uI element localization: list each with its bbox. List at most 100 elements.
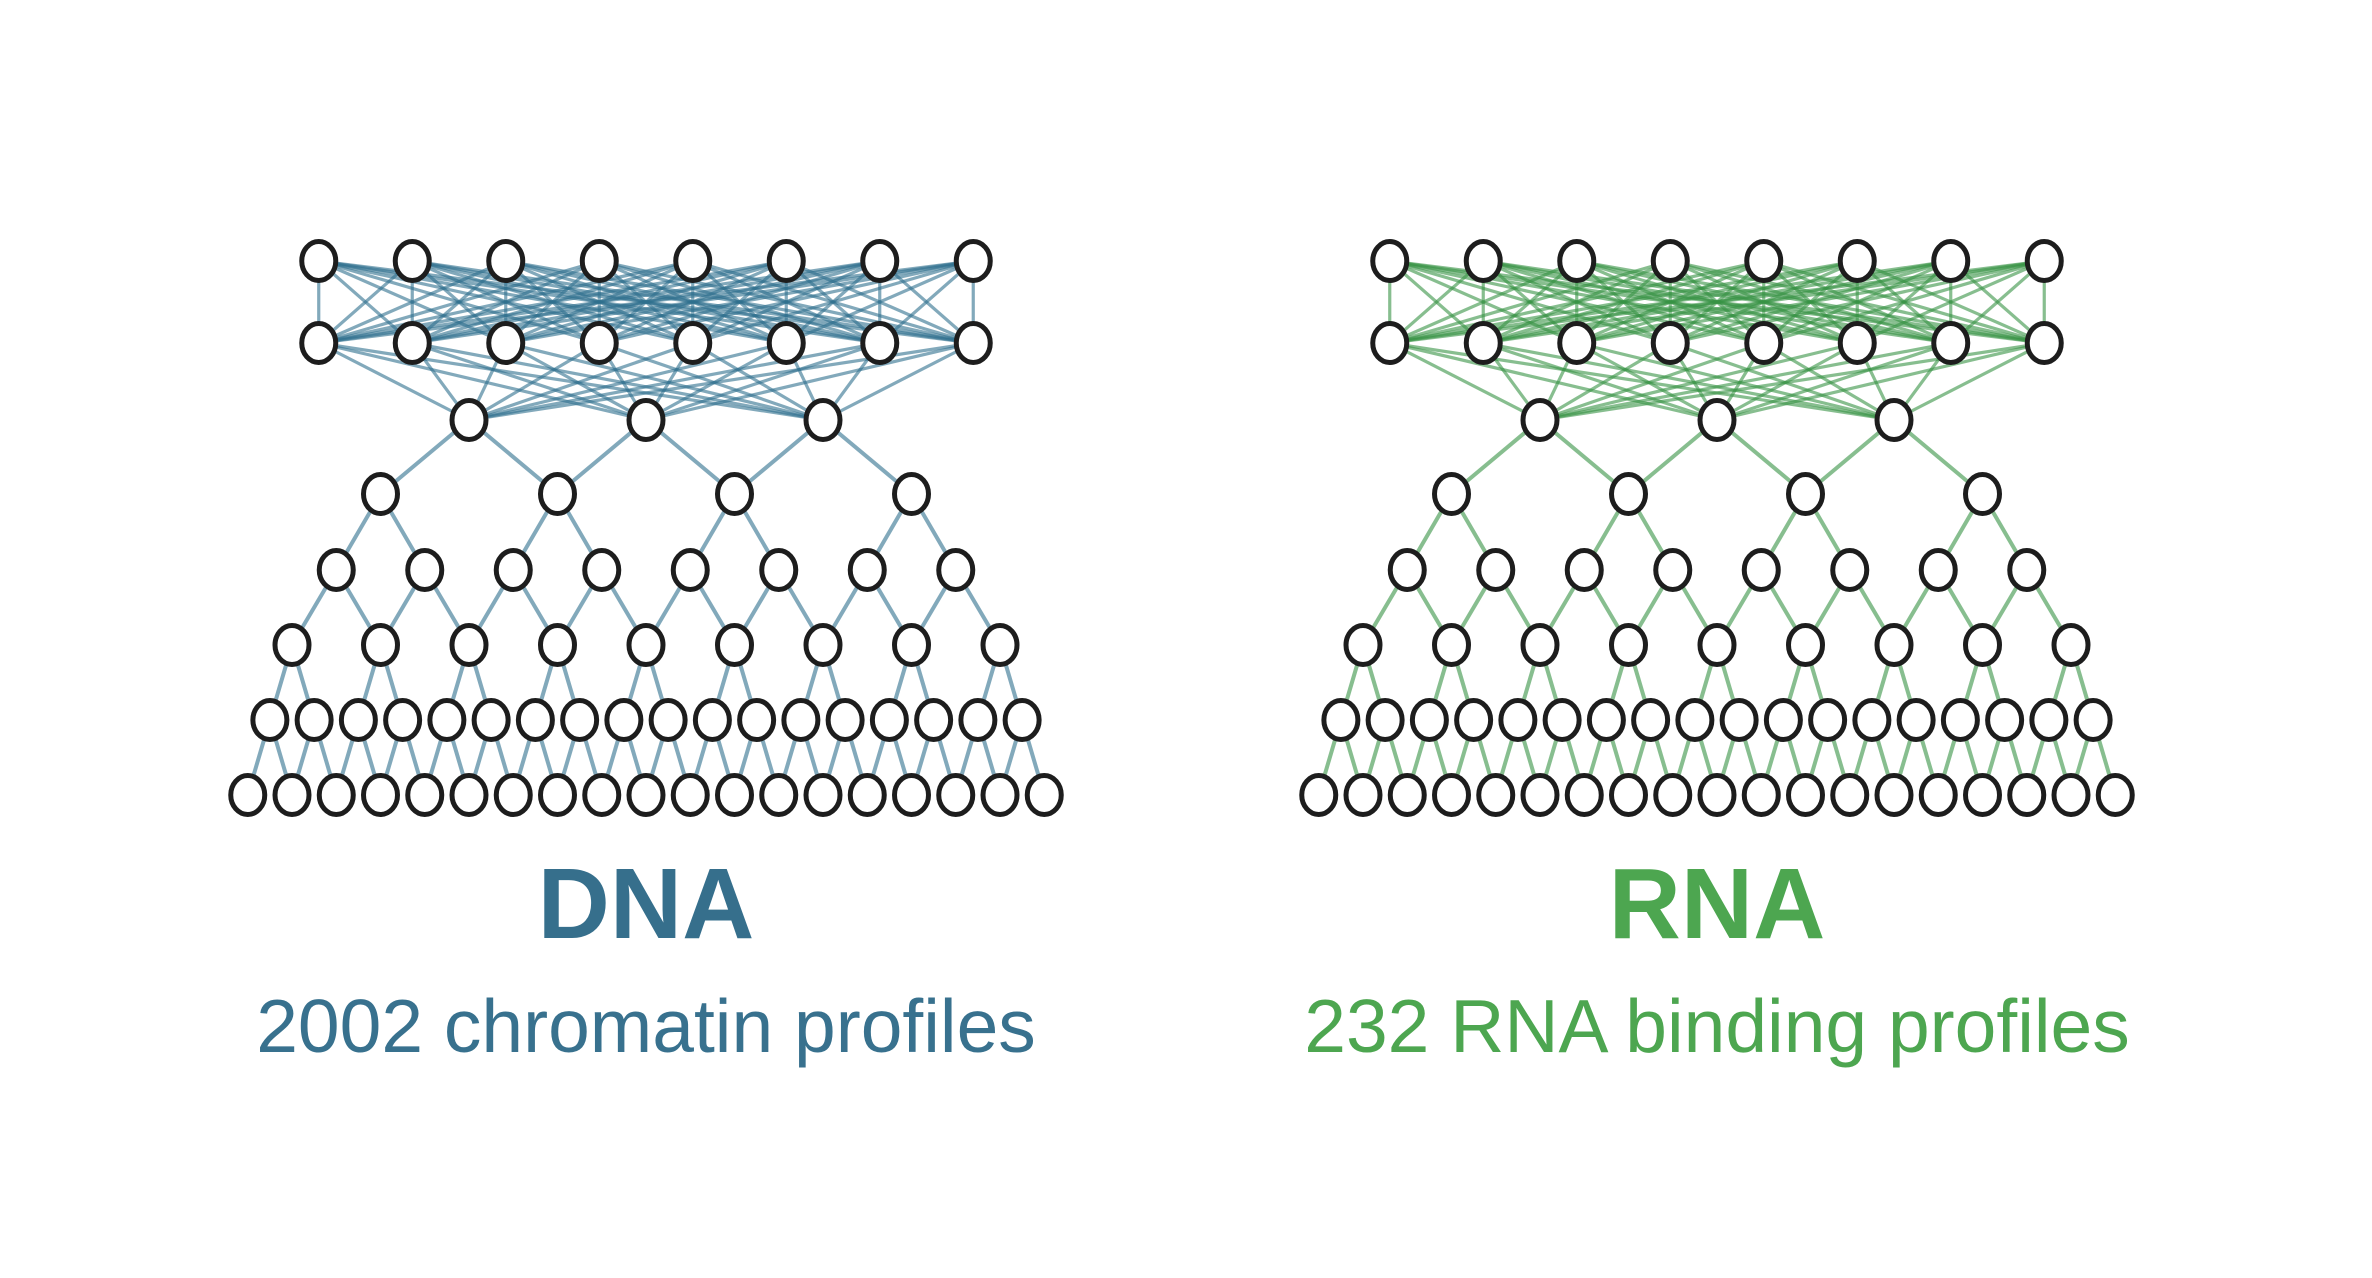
- dna-edge: [318, 259, 507, 345]
- dna-edge: [468, 341, 881, 422]
- rna-neuron-node: [2051, 623, 2091, 667]
- rna-neuron-node: [1741, 548, 1781, 592]
- rna-edge: [1539, 341, 1952, 422]
- dna-neuron-node: [626, 623, 666, 667]
- rna-neuron-node: [1370, 239, 1410, 283]
- dna-neuron-node: [759, 773, 799, 817]
- dna-neuron-node: [825, 698, 865, 742]
- dna-subtitle: 2002 chromatin profiles: [256, 984, 1036, 1068]
- rna-neuron-node: [1498, 698, 1538, 742]
- rna-neuron-node: [1741, 773, 1781, 817]
- dna-neuron-node: [486, 321, 526, 365]
- rna-neuron-node: [1786, 773, 1825, 817]
- dna-neuron-node: [316, 773, 356, 817]
- dna-neuron-node: [715, 773, 754, 817]
- rna-neuron-node: [1343, 773, 1383, 817]
- rna-neuron-node: [1874, 398, 1914, 442]
- rna-neuron-node: [1387, 548, 1427, 592]
- dna-neuron-node: [228, 773, 268, 817]
- rna-title: RNA: [1609, 848, 1826, 960]
- dna-neuron-node: [953, 321, 993, 365]
- rna-neuron-node: [1837, 321, 1877, 365]
- rna-neuron-node: [1763, 698, 1803, 742]
- rna-edge: [1389, 341, 1718, 422]
- rna-neuron-node: [1557, 239, 1597, 283]
- rna-neuron-node: [1650, 239, 1690, 283]
- rna-neuron-node: [1609, 773, 1648, 817]
- dna-neuron-node: [538, 623, 577, 667]
- dna-neuron-node: [847, 773, 887, 817]
- dna-edge: [505, 341, 824, 422]
- dna-neuron-node: [766, 321, 806, 365]
- rna-neuron-node: [1476, 548, 1516, 592]
- dna-neuron-node: [692, 698, 732, 742]
- rna-neuron-node: [1874, 773, 1914, 817]
- dna-neuron-node: [1024, 773, 1064, 817]
- rna-neuron-node: [1609, 623, 1648, 667]
- rna-neuron-node: [1653, 548, 1693, 592]
- rna-neuron-node: [1675, 698, 1715, 742]
- dna-edge: [692, 259, 974, 345]
- rna-neuron-node: [2095, 773, 2135, 817]
- rna-neuron-node: [1321, 698, 1361, 742]
- dna-edge: [878, 259, 975, 345]
- dna-neuron-node: [299, 321, 339, 365]
- rna-neuron-node: [1852, 698, 1892, 742]
- rna-edge: [1575, 341, 1718, 422]
- dna-neuron-node: [781, 698, 821, 742]
- dna-neuron-node: [860, 239, 900, 283]
- dna-neuron-node: [449, 773, 489, 817]
- dna-neuron-node: [579, 321, 619, 365]
- rna-neuron-node: [1896, 698, 1936, 742]
- dna-edge: [411, 341, 647, 422]
- rna-neuron-node: [1409, 698, 1449, 742]
- rna-neuron-node: [1697, 773, 1737, 817]
- rna-neuron-node: [1985, 698, 2025, 742]
- dna-edge: [504, 341, 647, 422]
- rna-edge: [1539, 341, 1858, 422]
- rna-neuron-node: [1918, 773, 1958, 817]
- dna-edge: [317, 259, 414, 345]
- rna-edge: [1539, 341, 1672, 422]
- rna-neuron-node: [1463, 239, 1503, 283]
- rna-neuron-node: [1963, 472, 2002, 516]
- dna-edge: [318, 259, 694, 345]
- dna-edge: [411, 341, 824, 422]
- rna-neuron-node: [1586, 698, 1626, 742]
- rna-neuron-node: [1697, 623, 1737, 667]
- rna-neuron-node: [1542, 698, 1582, 742]
- dna-neuron-node: [579, 239, 619, 283]
- rna-edge: [1716, 341, 1952, 422]
- rna-neuron-node: [1830, 773, 1870, 817]
- rna-neuron-node: [1808, 698, 1848, 742]
- rna-neuron-node: [1631, 698, 1671, 742]
- dna-neuron-node: [803, 623, 843, 667]
- dna-neuron-node: [914, 698, 954, 742]
- rna-neuron-node: [1387, 773, 1427, 817]
- dna-neuron-node: [392, 321, 432, 365]
- rna-neuron-node: [1343, 623, 1383, 667]
- dna-neuron-node: [272, 773, 312, 817]
- dna-neuron-node: [272, 623, 312, 667]
- rna-neuron-node: [2051, 773, 2091, 817]
- dna-neuron-node: [892, 472, 931, 516]
- dna-edge: [318, 259, 600, 345]
- rna-neuron-node: [1365, 698, 1405, 742]
- rna-neuron-node: [2024, 321, 2064, 365]
- dna-neuron-node: [847, 548, 887, 592]
- rna-edge: [1482, 341, 1895, 422]
- dna-neuron-node: [673, 321, 713, 365]
- dna-neuron-node: [515, 698, 555, 742]
- dna-edge: [318, 259, 974, 345]
- dna-neuron-node: [953, 239, 993, 283]
- dna-neuron-node: [715, 623, 754, 667]
- dna-neuron-node: [673, 239, 713, 283]
- rna-neuron-node: [1454, 698, 1494, 742]
- rna-neuron-node: [1653, 773, 1693, 817]
- rna-edge: [1576, 341, 1895, 422]
- dna-neuron-node: [803, 398, 843, 442]
- dna-neuron-node: [250, 698, 290, 742]
- dna-edge: [468, 341, 787, 422]
- dna-neuron-node: [361, 472, 400, 516]
- rna-subtitle: 232 RNA binding profiles: [1304, 984, 2130, 1068]
